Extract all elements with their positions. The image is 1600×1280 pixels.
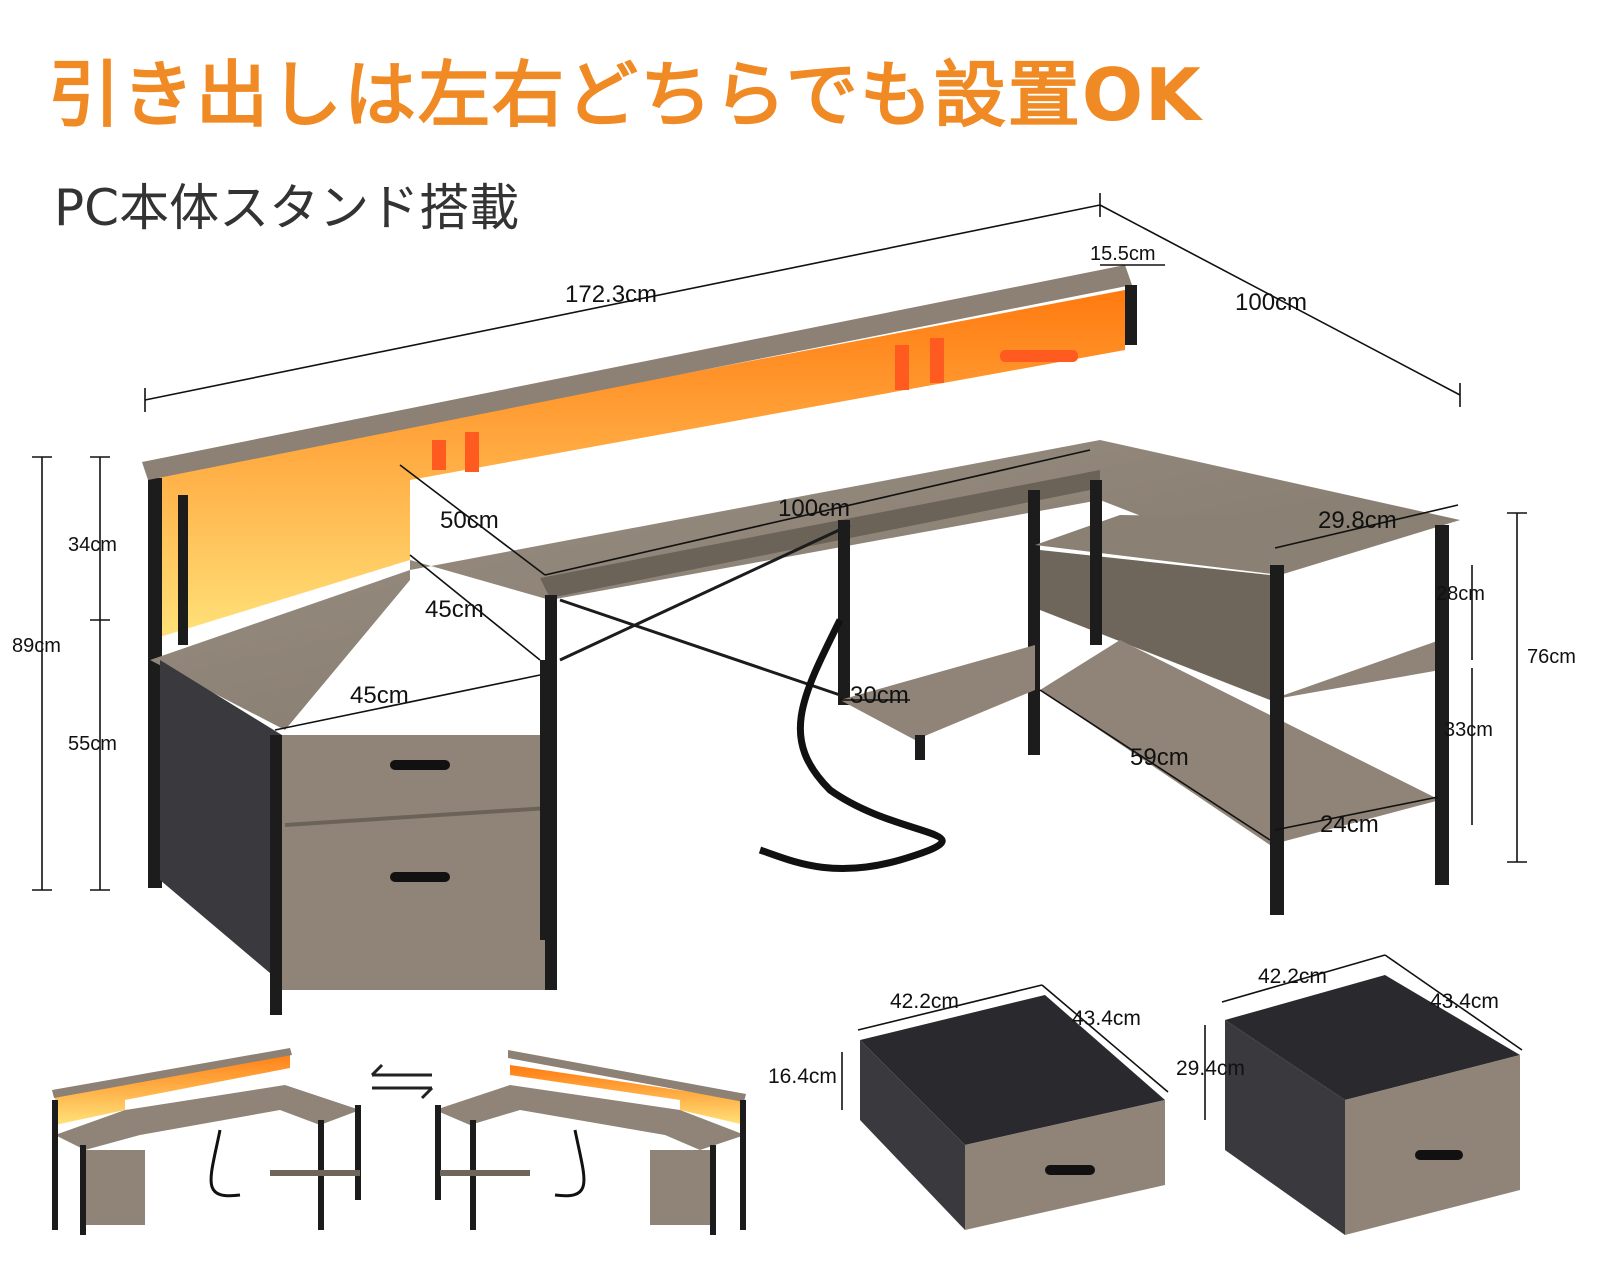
dim-total-width: 172.3cm [565,281,657,308]
drawer-2-labels: 42.2cm 43.4cm 29.4cm [1176,965,1499,1080]
headline: 引き出しは左右どちらでも設置OK [48,53,1203,137]
dimension-labels: 172.3cm 100cm 15.5cm 89cm 34cm 55cm 50cm… [12,243,1576,838]
pc-host-stand [840,645,1035,740]
desk-top [150,440,1460,730]
drawer-handle [1045,1165,1095,1175]
left-right-arrows-icon [370,1063,434,1100]
drawer-2-height: 29.4cm [1176,1057,1245,1080]
dim-shelf-length: 59cm [1130,744,1189,771]
dim-inner-width: 50cm [440,507,499,534]
dim-shelf-top-width: 29.8cm [1318,507,1397,534]
thumbnail-right-orientation [435,1050,746,1235]
dim-shelf-height: 34cm [68,534,117,556]
drawer-handle [1415,1150,1463,1160]
dim-total-height: 89cm [12,635,61,657]
subheadline: PC本体スタンド搭載 [54,179,520,237]
dim-monitor-shelf-depth: 15.5cm [1090,243,1156,265]
dim-host-stand-width: 30cm [850,682,909,709]
dim-depth-right: 100cm [1235,289,1307,316]
dim-desk-front-width: 100cm [778,495,850,522]
drawer-handle-bottom [390,872,450,882]
shallow-drawer [860,995,1165,1230]
power-strip [1000,350,1078,362]
drawer-1-labels: 42.2cm 43.4cm 16.4cm [768,990,1141,1088]
monitor-shelf [142,265,1132,480]
led-backlight [150,290,1125,640]
drawer-2-width: 42.2cm [1258,965,1327,988]
thumbnail-left-orientation [52,1048,361,1235]
dimension-lines [32,193,1527,891]
deep-drawer [1225,975,1520,1235]
dim-right-height: 76cm [1527,646,1576,668]
bottom-shelf [1040,640,1440,845]
drawer-handle-top [390,760,450,770]
power-cord [758,618,946,873]
file-cabinet [280,735,550,990]
dim-desk-height: 55cm [68,733,117,755]
dim-cabinet-width: 45cm [350,682,409,709]
drawer-1-depth: 43.4cm [1072,1007,1141,1030]
main-desk [142,265,1460,1015]
dim-shelf-gap-bottom: 33cm [1444,719,1493,741]
drawer-1-height: 16.4cm [768,1065,837,1088]
drawer-2-depth: 43.4cm [1430,990,1499,1013]
drawer-1-width: 42.2cm [890,990,959,1013]
fabric-side-panel [160,660,290,990]
dim-shelf-bottom-width: 24cm [1320,811,1379,838]
dim-cabinet-top-depth: 45cm [425,596,484,623]
dim-shelf-gap-top: 28cm [1436,583,1485,605]
